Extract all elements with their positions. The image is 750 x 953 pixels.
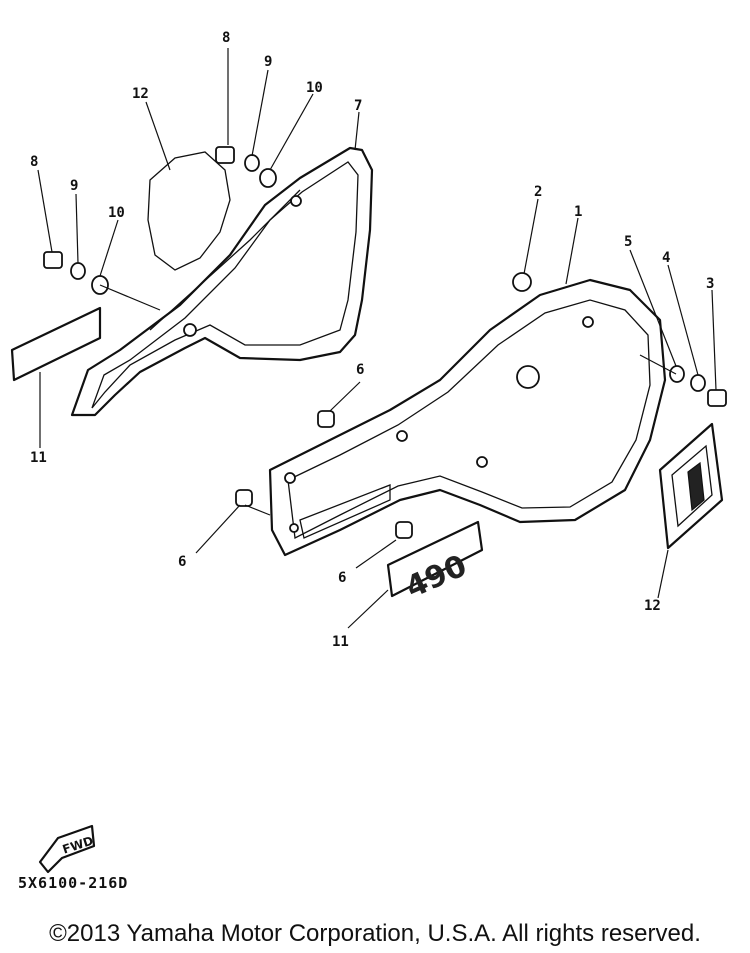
callout-11-left: 11 (30, 450, 47, 466)
callout-numbers: 8 9 10 12 7 8 9 10 11 2 1 5 4 3 6 6 6 11… (30, 30, 714, 650)
callout-3: 3 (706, 276, 714, 292)
right-hardware (235, 272, 727, 539)
callout-6-left: 6 (178, 554, 186, 570)
left-decal (147, 151, 231, 271)
fwd-arrow-icon: FWD (38, 824, 96, 874)
left-hardware (43, 146, 277, 295)
callout-4: 4 (662, 250, 670, 266)
callout-10-left: 10 (108, 205, 125, 221)
leader-lines (37, 48, 717, 629)
callout-9-top: 9 (264, 54, 272, 70)
callout-6-lower: 6 (338, 570, 346, 586)
callout-10-top: 10 (306, 80, 323, 96)
callout-12-left: 12 (132, 86, 149, 102)
callout-1: 1 (574, 204, 582, 220)
callout-9-left: 9 (70, 178, 78, 194)
diagram-part-code: 5X6100-216D (18, 874, 129, 892)
right-decal (658, 422, 724, 550)
emblem-text: 490 (401, 548, 472, 605)
copyright-notice: ©2013 Yamaha Motor Corporation, U.S.A. A… (49, 920, 701, 947)
left-emblem-plate (10, 306, 102, 382)
left-side-cover (70, 146, 374, 417)
callout-7: 7 (354, 98, 362, 114)
callout-8-left: 8 (30, 154, 38, 170)
callout-12-right: 12 (644, 598, 661, 614)
right-side-cover (268, 278, 667, 557)
callout-8-top: 8 (222, 30, 230, 46)
callout-6-upper: 6 (356, 362, 364, 378)
callout-2: 2 (534, 184, 542, 200)
callout-5: 5 (624, 234, 632, 250)
callout-11-right: 11 (332, 634, 349, 650)
